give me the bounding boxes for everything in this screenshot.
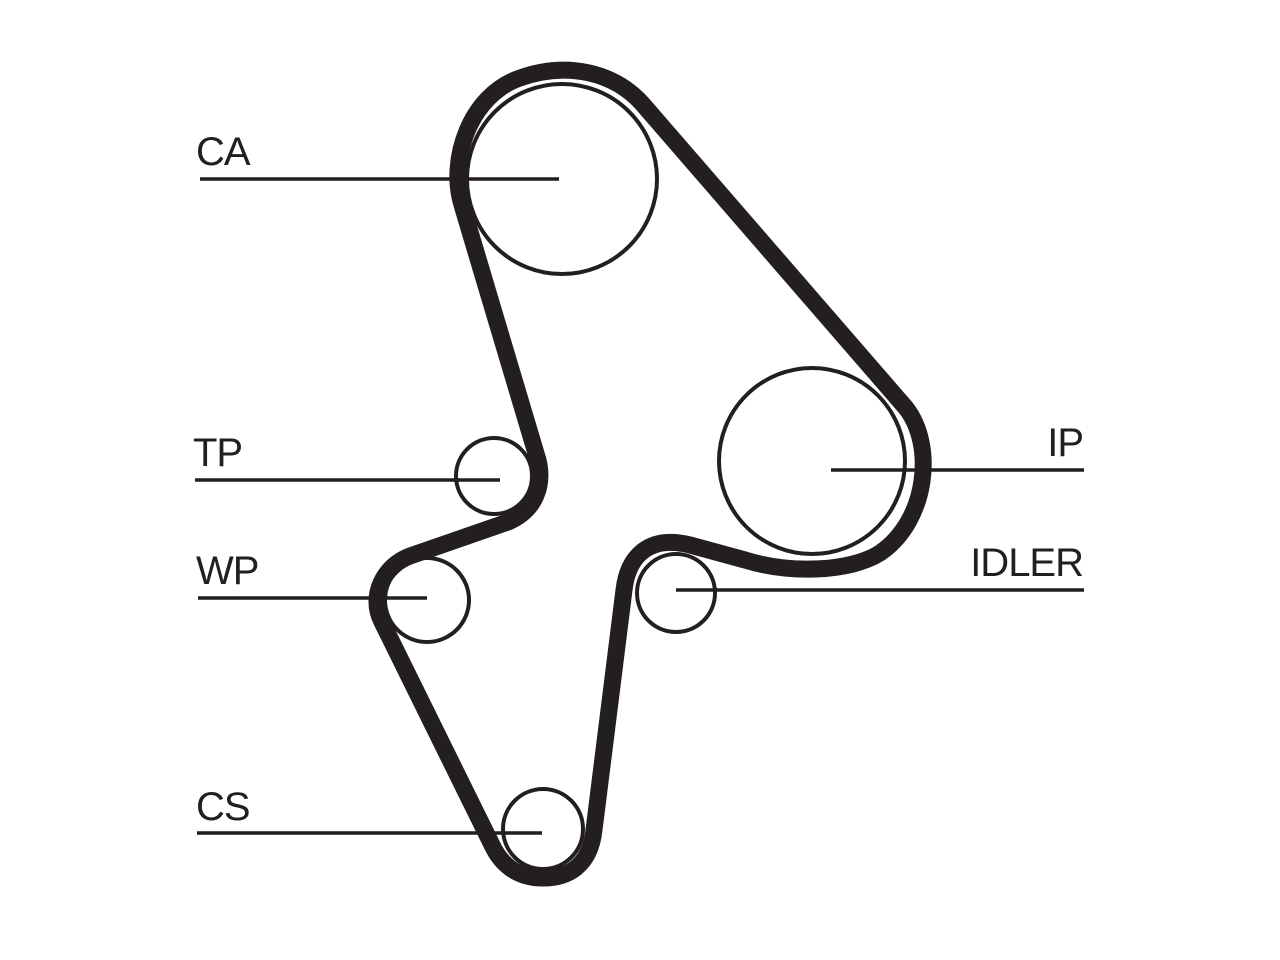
tp-label: TP <box>193 431 242 475</box>
injection-pump-pulley <box>717 366 907 556</box>
ip-label: IP <box>1047 421 1083 465</box>
crankshaft-pulley <box>501 787 585 871</box>
tensioner-pulley <box>454 436 534 516</box>
idler-label: IDLER <box>970 541 1083 585</box>
wp-label: WP <box>196 549 258 593</box>
timing-belt <box>368 61 932 887</box>
idler-pulley <box>635 552 717 634</box>
cs-label: CS <box>196 785 250 829</box>
ca-label: CA <box>196 130 251 174</box>
